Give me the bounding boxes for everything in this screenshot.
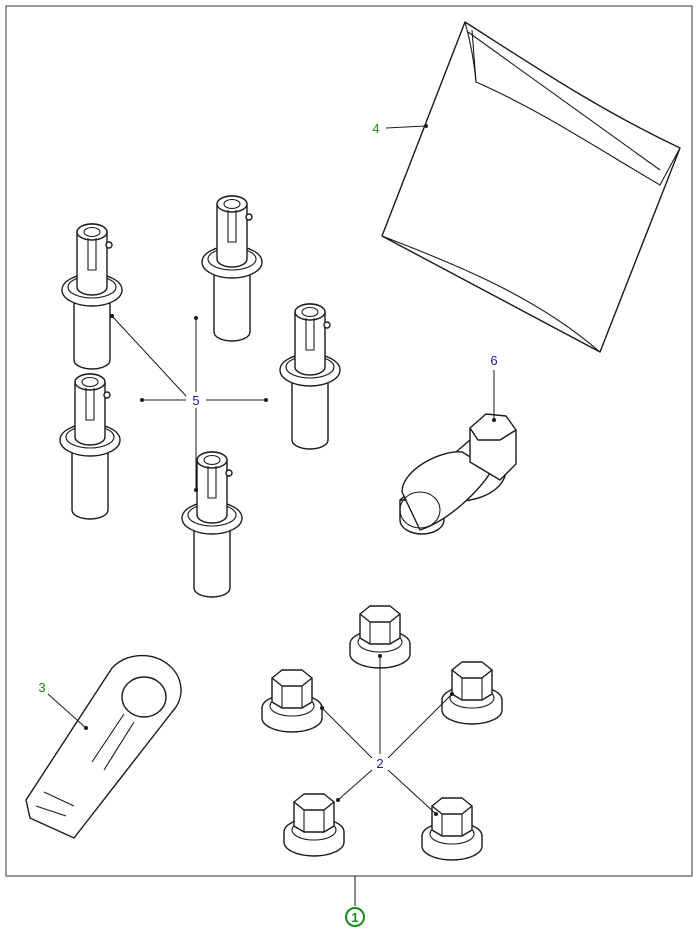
locknut-5 (181, 451, 243, 598)
locknut-1 (61, 223, 123, 370)
locknut-2 (201, 195, 263, 342)
adaptor-illustration (399, 413, 517, 535)
wheelnut-4 (283, 793, 345, 857)
callout-3: 3 (38, 680, 45, 695)
callout-1-badge: 1 (345, 907, 365, 927)
wheelnut-2 (261, 669, 323, 733)
diagram-frame (5, 5, 693, 877)
callout-6: 6 (490, 353, 497, 368)
callout-1: 1 (351, 910, 358, 925)
callout-2: 2 (376, 756, 383, 771)
callout-5: 5 (192, 393, 199, 408)
locknut-3 (279, 303, 341, 450)
leader-lines (47, 124, 496, 906)
callout-4: 4 (372, 121, 379, 136)
removal-tool-illustration (25, 654, 182, 839)
wheelnut-5 (421, 797, 483, 861)
pouch-illustration (381, 21, 681, 353)
locknut-4 (59, 373, 121, 520)
